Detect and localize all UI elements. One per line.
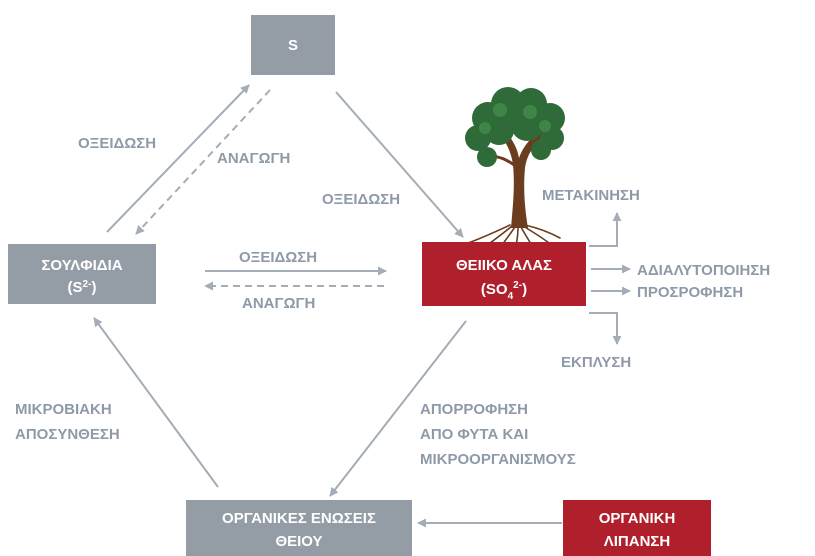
arrow-sulfate-to-organic [329,320,467,497]
arrow-sulfur-to-sulfate [335,91,464,238]
label-microbial-line1: ΜΙΚΡΟΒΙΑΚΗ [15,401,112,418]
node-organic-fertilization: ΟΡΓΑΝΙΚΗ ΛΙΠΑΝΣΗ [563,500,711,556]
organic-fertilization-label-line2: ΛΙΠΑΝΣΗ [604,533,671,550]
label-insolubilization: ΑΔΙΑΛΥΤΟΠΟΙΗΣΗ [637,262,770,279]
sulfur-label: S [288,37,298,54]
arrow-sulfides-to-sulfur [106,84,250,233]
node-sulfides: ΣΟΥΛΦΙΔΙΑ (S2-) [8,244,156,304]
organic-compounds-label-line2: ΘΕΙΟΥ [275,533,322,550]
sulfides-formula: (S2-) [68,279,97,296]
sulfate-formula: (SO42-) [481,280,527,302]
arrow-sulfate-to-leaching [589,312,622,345]
node-sulfur: S [251,15,335,75]
label-oxidation-left: ΟΞΕΙΔΩΣΗ [78,135,156,152]
label-oxidation-right: ΟΞΕΙΔΩΣΗ [322,191,400,208]
arrow-sulfur-to-sulfides-dashed [135,89,271,235]
organic-compounds-label-line1: ΟΡΓΑΝΙΚΕΣ ΕΝΩΣΕΙΣ [222,510,376,527]
tree-icon [465,87,565,255]
label-oxidation-middle: ΟΞΕΙΔΩΣΗ [239,249,317,266]
organic-fertilization-label-line1: ΟΡΓΑΝΙΚΗ [599,510,676,527]
label-adsorption: ΠΡΟΣΡΟΦΗΣΗ [637,284,743,301]
arrow-organic-to-sulfides [93,317,219,488]
label-translocation: ΜΕΤΑΚΙΝΗΣΗ [542,187,640,204]
label-reduction-left: ΑΝΑΓΩΓΗ [217,150,290,167]
sulfate-label: ΘΕΙΙΚΟ ΑΛΑΣ [456,257,552,274]
label-reduction-middle: ΑΝΑΓΩΓΗ [242,295,315,312]
label-uptake-line1: ΑΠΟΡΡΟΦΗΣΗ [420,401,528,418]
arrow-sulfate-to-translocation [589,212,622,247]
label-leaching: ΕΚΠΛΥΣΗ [561,354,631,371]
arrows [93,84,631,528]
sulfides-label: ΣΟΥΛΦΙΔΙΑ [41,257,122,274]
label-uptake-line3: ΜΙΚΡΟΟΡΓΑΝΙΣΜΟΥΣ [420,451,576,468]
label-microbial-line2: ΑΠΟΣΥΝΘΕΣΗ [15,426,120,443]
node-sulfate: ΘΕΙΙΚΟ ΑΛΑΣ (SO42-) [422,242,586,306]
label-uptake-line2: ΑΠΟ ΦΥΤΑ ΚΑΙ [420,426,528,443]
node-organic-compounds: ΟΡΓΑΝΙΚΕΣ ΕΝΩΣΕΙΣ ΘΕΙΟΥ [186,500,412,556]
